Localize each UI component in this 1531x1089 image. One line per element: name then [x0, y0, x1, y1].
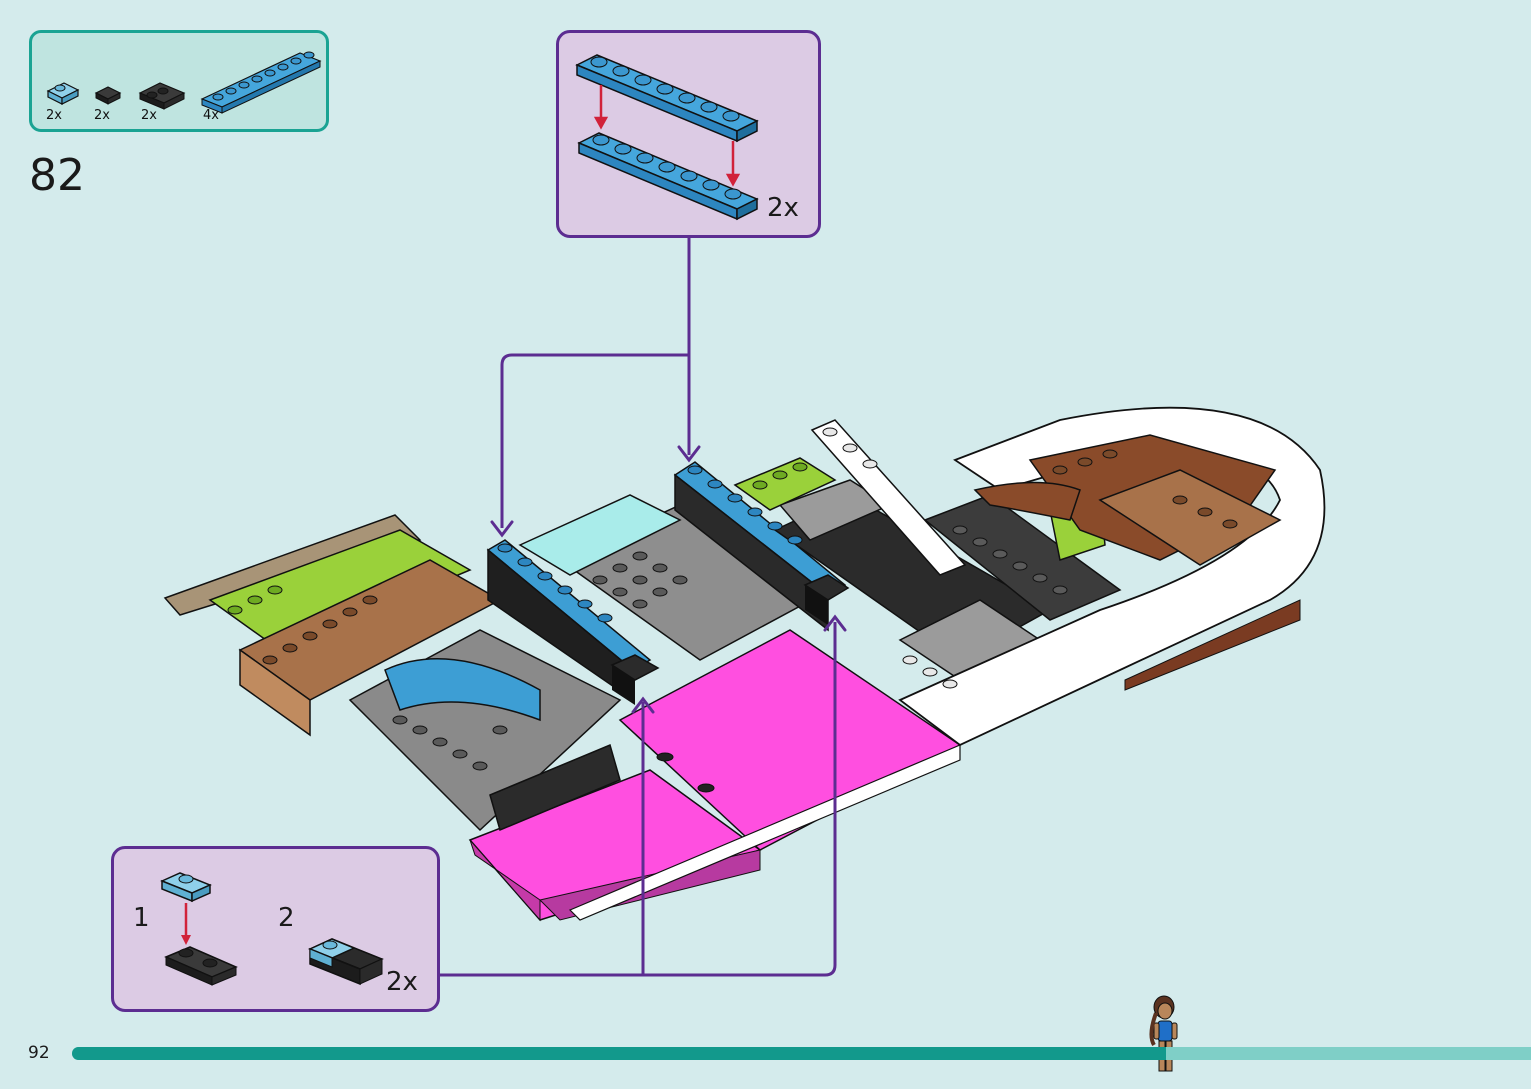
sub-step-1: 1 [133, 903, 150, 933]
black-jumper-icon [138, 82, 186, 110]
black-tile-icon [94, 86, 122, 105]
tan-deck [163, 514, 422, 616]
blue-plate-icon [200, 51, 322, 114]
progress-bar [72, 1047, 1531, 1060]
sub-step-2: 2 [278, 903, 295, 933]
callout-connectors [440, 238, 837, 977]
callout-multiplier: 2x [386, 967, 418, 997]
step-number: 82 [29, 150, 85, 201]
part-qty: 2x [141, 108, 157, 123]
part-qty: 2x [94, 108, 110, 123]
sub-assembly-illustration [160, 872, 384, 986]
trans-blue [518, 494, 682, 576]
stacked-plates-illustration [575, 54, 759, 221]
part-qty: 4x [203, 108, 219, 123]
page-number: 92 [28, 1043, 50, 1063]
progress-bar-fill [72, 1047, 1167, 1060]
lime-section [208, 529, 472, 651]
dark-grey-plate [923, 494, 1122, 621]
light-blue-plate-icon [46, 82, 80, 105]
callout-blue-plates: 2x [556, 30, 821, 238]
blue-curve [384, 658, 541, 722]
minidoll-figure-icon [1149, 995, 1178, 1072]
parts-illustrations [46, 51, 322, 114]
callout-multiplier: 2x [767, 193, 799, 223]
parts-list: 2x 2x 2x 4x [29, 30, 329, 132]
callout-sub-assembly: 1 2 2x [111, 846, 440, 1012]
part-qty: 2x [46, 108, 62, 123]
